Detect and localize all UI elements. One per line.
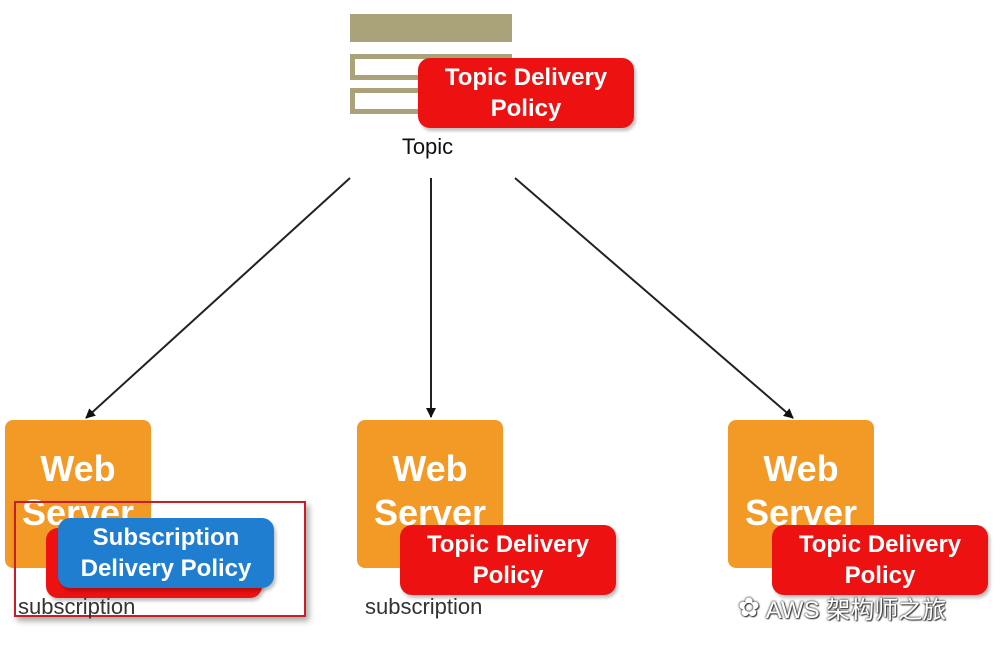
topic-label: Topic <box>401 134 454 159</box>
subscription-label-1: subscription <box>18 594 136 619</box>
subscription-label-2: subscription <box>365 594 483 619</box>
arrow-to-server-3 <box>514 177 794 419</box>
server-2-topic-policy-badge: Topic Delivery Policy <box>400 525 616 595</box>
topic-policy-line1: Topic Delivery <box>444 64 608 91</box>
server-2-policy-line1: Topic Delivery <box>426 531 590 558</box>
watermark: ✿ AWS 架构师之旅 <box>738 590 946 625</box>
sub-policy-line2: Delivery Policy <box>80 555 252 582</box>
server-3-policy-line2: Policy <box>844 562 916 589</box>
sub-policy-line1: Subscription <box>92 524 240 551</box>
server-3-topic-policy-badge: Topic Delivery Policy <box>772 525 988 595</box>
server-2-policy-line2: Policy <box>472 562 544 589</box>
server-2-line1: Web <box>392 448 468 489</box>
topic-policy-line2: Policy <box>490 95 562 122</box>
server-3-policy-line1: Topic Delivery <box>798 531 962 558</box>
topic-icon-bar-top <box>350 14 512 42</box>
highlight-box <box>14 501 306 617</box>
watermark-text: AWS 架构师之旅 <box>765 597 947 624</box>
topic-delivery-policy-badge: Topic Delivery Policy <box>418 58 634 128</box>
arrow-to-server-1 <box>85 177 351 419</box>
subscription-delivery-policy-badge: Subscription Delivery Policy <box>58 518 274 588</box>
server-3-line1: Web <box>763 448 839 489</box>
wechat-icon: ✿ <box>738 592 760 622</box>
server-1-line1: Web <box>40 448 116 489</box>
